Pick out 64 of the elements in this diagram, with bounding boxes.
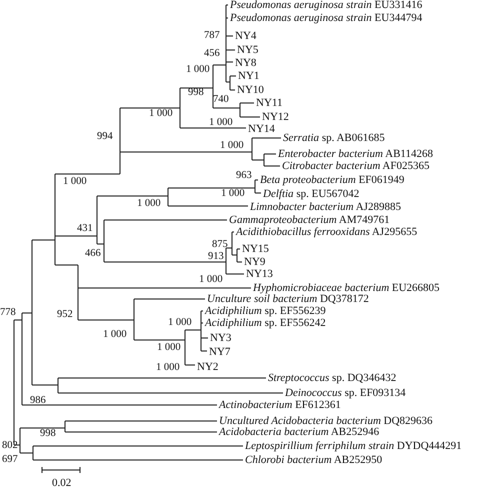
bootstrap-value: 456: [204, 48, 220, 60]
bootstrap-value: 1 000: [63, 176, 87, 188]
bootstrap-value: 1 000: [209, 117, 233, 129]
bootstrap-value: 986: [30, 395, 46, 407]
bootstrap-value: 802: [2, 440, 18, 452]
taxon-label: Leptospirillium ferriphilum strain DYDQ444291: [245, 440, 462, 452]
taxon-label: Gammaproteobacterium AM749761: [229, 214, 390, 226]
bootstrap-value: 787: [204, 30, 220, 42]
taxon-label: Serratia sp. AB061685: [283, 132, 385, 144]
bootstrap-value: 998: [40, 428, 56, 440]
bootstrap-value: 1 000: [186, 64, 210, 76]
bootstrap-value: 952: [57, 309, 73, 321]
taxon-label: Actinobacterium EF612361: [219, 399, 341, 411]
bootstrap-value: 1 000: [199, 274, 223, 286]
taxon-label: NY5: [237, 44, 258, 56]
taxon-label: NY12: [262, 111, 289, 123]
taxon-label: NY11: [256, 97, 282, 109]
bootstrap-value: 1 000: [103, 329, 127, 341]
taxon-label: Delftia sp. EU567042: [263, 188, 360, 200]
bootstrap-value: 1 000: [156, 362, 180, 374]
scale-label: 0.02: [52, 477, 72, 489]
taxon-label: Citrobacter bacterium AF025365: [282, 160, 430, 172]
bootstrap-value: 778: [0, 307, 16, 319]
bootstrap-value: 466: [85, 248, 101, 260]
taxon-label: Chlorobi bacterium AB252950: [245, 454, 382, 466]
taxon-label: Enterobacter bacterium AB114268: [278, 148, 433, 160]
bootstrap-value: 1 000: [149, 108, 173, 120]
taxon-label: NY14: [248, 123, 275, 135]
bootstrap-value: 913: [208, 251, 224, 263]
taxon-label: Pseudomonas aeruginosa strain EU344794: [230, 12, 422, 24]
taxon-label: Limnobacter bacterium AJ289885: [250, 201, 401, 213]
taxon-label: NY3: [210, 332, 232, 344]
taxon-label: Hyphomicrobiaceae bacterium EU266805: [253, 282, 440, 294]
taxon-label: Unculture soil bacterium DQ378172: [207, 293, 369, 305]
bootstrap-value: 998: [188, 87, 204, 99]
taxon-label: NY1: [238, 70, 260, 82]
taxon-label: Acidobacteria bacterium AB252946: [219, 426, 380, 438]
taxon-label: NY7: [209, 346, 230, 358]
bootstrap-value: 994: [97, 131, 113, 143]
bootstrap-value: 875: [212, 239, 228, 251]
bootstrap-value: 1 000: [157, 342, 181, 354]
bootstrap-value: 740: [213, 94, 229, 106]
bootstrap-value: 1 000: [168, 317, 192, 329]
taxon-label: Streptococcus sp. DQ346432: [268, 372, 396, 384]
bootstrap-value: 1 000: [220, 140, 244, 152]
taxon-label: Deinococcus sp. EF093134: [285, 387, 406, 399]
bootstrap-value: 697: [2, 454, 18, 466]
taxon-label: NY8: [235, 57, 256, 69]
taxon-label: NY15: [242, 243, 269, 255]
bootstrap-value: 963: [236, 170, 252, 182]
taxon-label: Acidiphilium sp. EF556242: [205, 317, 326, 329]
taxon-label: NY10: [237, 84, 264, 96]
taxon-label: Acidithiobacillus ferrooxidans AJ295655: [236, 226, 418, 238]
taxon-label: Uncultured Acidobacteria bacterium DQ829636: [219, 415, 433, 427]
taxon-label: NY9: [244, 256, 266, 268]
taxon-label: NY2: [197, 361, 218, 373]
bootstrap-value: 431: [77, 223, 93, 235]
taxon-label: NY4: [235, 30, 256, 42]
bootstrap-value: 1 000: [221, 188, 245, 200]
taxon-label: NY13: [246, 268, 273, 280]
taxon-label: Beta proteobacterium EF061949: [260, 174, 404, 186]
taxon-label: Acidiphilium sp. EF556239: [205, 305, 326, 317]
taxon-label: Pseudomonas aeruginosa strain EU331416: [230, 0, 422, 11]
bootstrap-value: 1 000: [137, 198, 161, 210]
